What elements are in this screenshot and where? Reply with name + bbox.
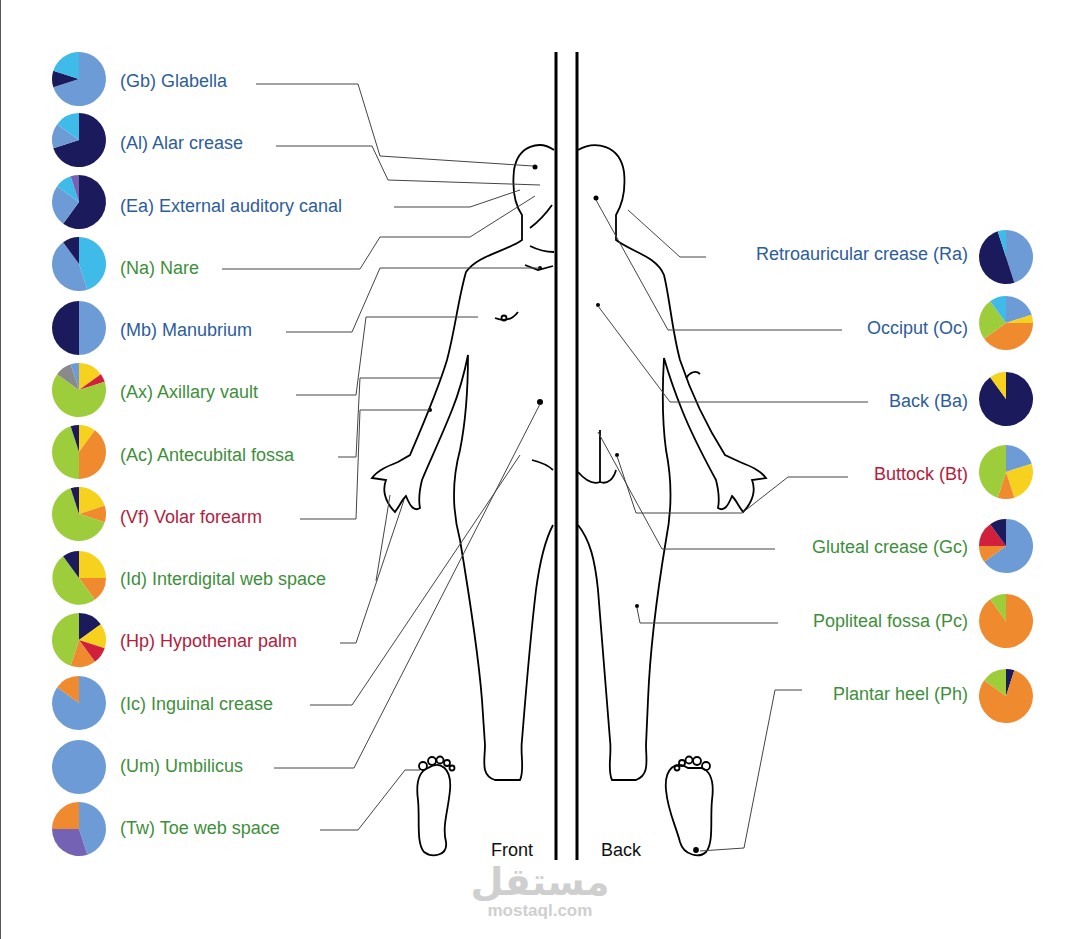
pie-chart xyxy=(52,613,106,667)
site-label: (Mb) Manubrium xyxy=(120,319,252,341)
pie-slice xyxy=(52,301,79,355)
site-label: (Id) Interdigital web space xyxy=(120,568,326,590)
pie-slice xyxy=(57,113,79,140)
pie-slice xyxy=(990,296,1006,323)
view-label: Back xyxy=(601,839,641,861)
pie-slice xyxy=(1006,315,1033,323)
pie-slice xyxy=(990,594,1006,621)
pie-slice xyxy=(71,363,79,390)
pie-slice xyxy=(79,301,106,355)
site-label: Occiput (Oc) xyxy=(867,317,968,339)
pie-chart xyxy=(52,802,106,856)
pie-chart xyxy=(52,425,106,479)
pie-chart-group xyxy=(52,52,1033,856)
site-label: (Ax) Axillary vault xyxy=(120,381,258,403)
site-label: Buttock (Bt) xyxy=(874,463,968,485)
pie-slice xyxy=(979,445,1006,498)
site-label: Back (Ba) xyxy=(889,390,968,412)
site-label: (Tw) Toe web space xyxy=(120,817,280,839)
pie-slice xyxy=(979,594,1033,648)
watermark: mostaql.com xyxy=(488,900,593,921)
pie-slice xyxy=(57,676,79,703)
pie-slice xyxy=(71,487,79,514)
view-label: Front xyxy=(491,839,533,861)
pie-slice xyxy=(52,802,79,829)
pie-slice xyxy=(71,425,79,452)
site-label: (Um) Umbilicus xyxy=(120,755,243,777)
pie-chart xyxy=(52,363,106,417)
site-label: (Na) Nare xyxy=(120,257,199,279)
site-label: (Gb) Glabella xyxy=(120,70,227,92)
pie-chart xyxy=(52,52,106,106)
pie-slice xyxy=(52,829,87,856)
pie-slice xyxy=(79,430,106,479)
pie-slice xyxy=(979,231,1014,284)
pie-chart xyxy=(52,676,106,730)
pie-slice xyxy=(63,551,79,578)
pie-slice xyxy=(79,551,106,578)
pie-chart xyxy=(979,372,1033,426)
site-label: Popliteal fossa (Pc) xyxy=(813,610,968,632)
site-label: (Hp) Hypothenar palm xyxy=(120,630,297,652)
pie-slice xyxy=(52,740,106,794)
pie-slice xyxy=(990,372,1006,399)
pie-slice xyxy=(63,237,79,264)
pie-chart xyxy=(979,230,1033,284)
divider-line xyxy=(555,52,558,860)
pie-chart xyxy=(52,237,106,291)
pie-chart xyxy=(52,487,106,541)
pie-chart xyxy=(52,551,106,605)
pie-slice xyxy=(52,613,79,666)
site-label: (Ea) External auditory canal xyxy=(120,195,342,217)
pie-chart xyxy=(979,445,1033,499)
divider-line xyxy=(576,52,579,860)
pie-chart xyxy=(52,301,106,355)
site-label: Retroauricular crease (Ra) xyxy=(756,243,968,265)
pie-slice xyxy=(52,676,106,730)
site-label: Gluteal crease (Gc) xyxy=(812,536,968,558)
back-body-outline xyxy=(578,145,766,780)
pie-chart xyxy=(52,740,106,794)
pie-slice xyxy=(52,374,106,417)
pie-chart xyxy=(979,519,1033,573)
site-label: (Al) Alar crease xyxy=(120,132,243,154)
frame-edge xyxy=(0,0,1,939)
pie-chart xyxy=(52,175,106,229)
watermark: مستقل xyxy=(471,861,610,903)
pie-slice xyxy=(71,175,79,202)
site-label: (Ac) Antecubital fossa xyxy=(120,444,294,466)
pie-slice xyxy=(990,519,1006,546)
pie-chart xyxy=(979,669,1033,723)
pie-slice xyxy=(998,230,1006,257)
pie-slice xyxy=(979,372,1033,426)
pie-chart xyxy=(979,296,1033,350)
site-label: (Ic) Inguinal crease xyxy=(120,693,273,715)
site-label: Plantar heel (Ph) xyxy=(833,683,968,705)
pie-slice xyxy=(979,546,1006,562)
pie-chart xyxy=(979,594,1033,648)
site-label: (Vf) Volar forearm xyxy=(120,506,262,528)
site-dot xyxy=(428,165,639,609)
pie-chart xyxy=(52,113,106,167)
pie-slice xyxy=(53,52,79,79)
front-body-outline xyxy=(372,145,554,780)
pie-slice xyxy=(984,669,1006,696)
foot-outline xyxy=(417,757,712,856)
